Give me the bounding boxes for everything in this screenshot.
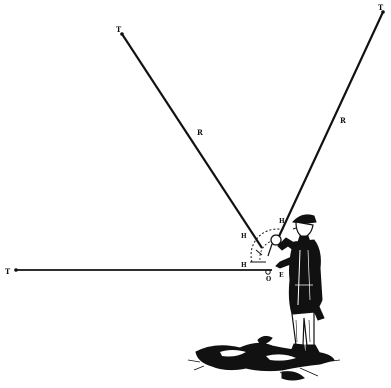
man-legs xyxy=(291,311,315,347)
man-arm-raised xyxy=(277,237,297,253)
label-left-end: T xyxy=(5,267,11,276)
label-vertex-upper-right: H xyxy=(279,218,285,225)
hand-instrument xyxy=(270,234,282,246)
vertex-point xyxy=(265,269,271,275)
line-end-marker-top-right xyxy=(381,10,385,14)
sight-line-right-diagonal xyxy=(274,11,384,246)
protractor-arc xyxy=(250,228,285,263)
man-arm-lower xyxy=(275,255,297,269)
ground-grass xyxy=(187,335,341,381)
label-right-line-mid: R xyxy=(340,116,346,125)
label-top-right-end: T xyxy=(378,3,384,12)
protractor-tick-left xyxy=(255,249,263,256)
label-vertex-upper-left: H xyxy=(241,233,247,240)
label-vertex-e: E xyxy=(279,272,284,279)
label-top-left-end: T xyxy=(116,25,122,34)
label-vertex-lower-left: H xyxy=(241,262,247,269)
label-left-line-mid: R xyxy=(197,128,203,137)
man-head xyxy=(295,221,314,238)
man-figure xyxy=(267,214,325,355)
label-vertex-o: O xyxy=(266,276,271,283)
line-end-marker-top-left xyxy=(120,32,124,36)
line-end-marker-left xyxy=(14,268,18,272)
sight-line-left-diagonal xyxy=(121,33,263,249)
